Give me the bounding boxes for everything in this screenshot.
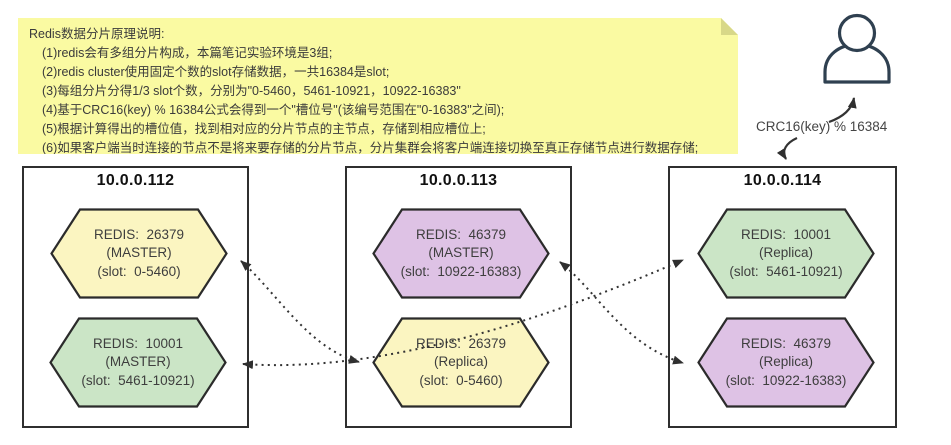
note-fold-corner: [721, 18, 738, 35]
note-line-5: (5)根据计算得出的槽位值，找到相对应的分片节点的主节点，存储到相应槽位上;: [42, 122, 486, 136]
note-line-1: (1)redis会有多组分片构成，本篇笔记实验环境是3组;: [42, 46, 333, 60]
redis-port: REDIS: 26379: [415, 335, 507, 351]
redis-port: REDIS: 26379: [93, 226, 185, 242]
note-line-2: (2)redis cluster使用固定个数的slot存储数据，一共16384是…: [42, 65, 390, 79]
redis-instance-113-26379: REDIS: 26379 (Replica) (slot: 0-5460): [372, 317, 550, 408]
note-title: Redis数据分片原理说明:: [29, 27, 165, 41]
hexagon-shape: [697, 208, 875, 299]
redis-role: (MASTER): [105, 354, 171, 370]
hexagon-shape: [49, 317, 227, 408]
redis-role: (Replica): [758, 354, 813, 370]
redis-role: (Replica): [433, 354, 488, 370]
node-title: 10.0.0.113: [419, 172, 498, 189]
redis-instance-112-10001: REDIS: 10001 (MASTER) (slot: 5461-10921): [49, 317, 227, 408]
person-icon: [823, 13, 891, 84]
redis-slot: (slot: 0-5460): [419, 372, 503, 388]
redis-slot: (slot: 0-5460): [97, 263, 181, 279]
node-title: 10.0.0.112: [96, 172, 175, 189]
redis-instance-112-26379: REDIS: 26379 (MASTER) (slot: 0-5460): [50, 208, 228, 299]
sticky-note: Redis数据分片原理说明: (1)redis会有多组分片构成，本篇笔记实验环境…: [18, 18, 738, 154]
redis-role: (MASTER): [106, 245, 172, 261]
replication-link-46379: [559, 261, 684, 365]
crc-formula-label: CRC16(key) % 16384: [756, 119, 888, 134]
hexagon-shape: [50, 208, 228, 299]
redis-role: (Replica): [758, 245, 813, 261]
redis-instance-114-10001: REDIS: 10001 (Replica) (slot: 5461-10921…: [697, 208, 875, 299]
hexagon-shape: [697, 317, 875, 408]
arrow-formula-to-node: [776, 136, 798, 160]
redis-port: REDIS: 10001: [740, 226, 832, 242]
redis-slot: (slot: 10922-16383): [400, 263, 522, 279]
note-line-3: (3)每组分片分得1/3 slot个数，分别为"0-5460，5461-1092…: [42, 84, 461, 98]
redis-slot: (slot: 5461-10921): [81, 372, 195, 388]
note-line-6: (6)如果客户端当时连接的节点不是将来要存储的分片节点，分片集群会将客户端连接切…: [42, 141, 699, 155]
redis-slot: (slot: 10922-16383): [725, 372, 847, 388]
node-title: 10.0.0.114: [743, 172, 822, 189]
note-line-4: (4)基于CRC16(key) % 16384公式会得到一个"槽位号"(该编号范…: [42, 103, 505, 117]
redis-slot: (slot: 5461-10921): [729, 263, 843, 279]
redis-port: REDIS: 46379: [740, 335, 832, 351]
redis-role: (MASTER): [428, 245, 494, 261]
redis-port: REDIS: 10001: [92, 335, 184, 351]
redis-port: REDIS: 46379: [415, 226, 507, 242]
replication-link-26379: [240, 260, 360, 364]
redis-instance-114-46379: REDIS: 46379 (Replica) (slot: 10922-1638…: [697, 317, 875, 408]
redis-instance-113-46379: REDIS: 46379 (MASTER) (slot: 10922-16383…: [372, 208, 550, 299]
